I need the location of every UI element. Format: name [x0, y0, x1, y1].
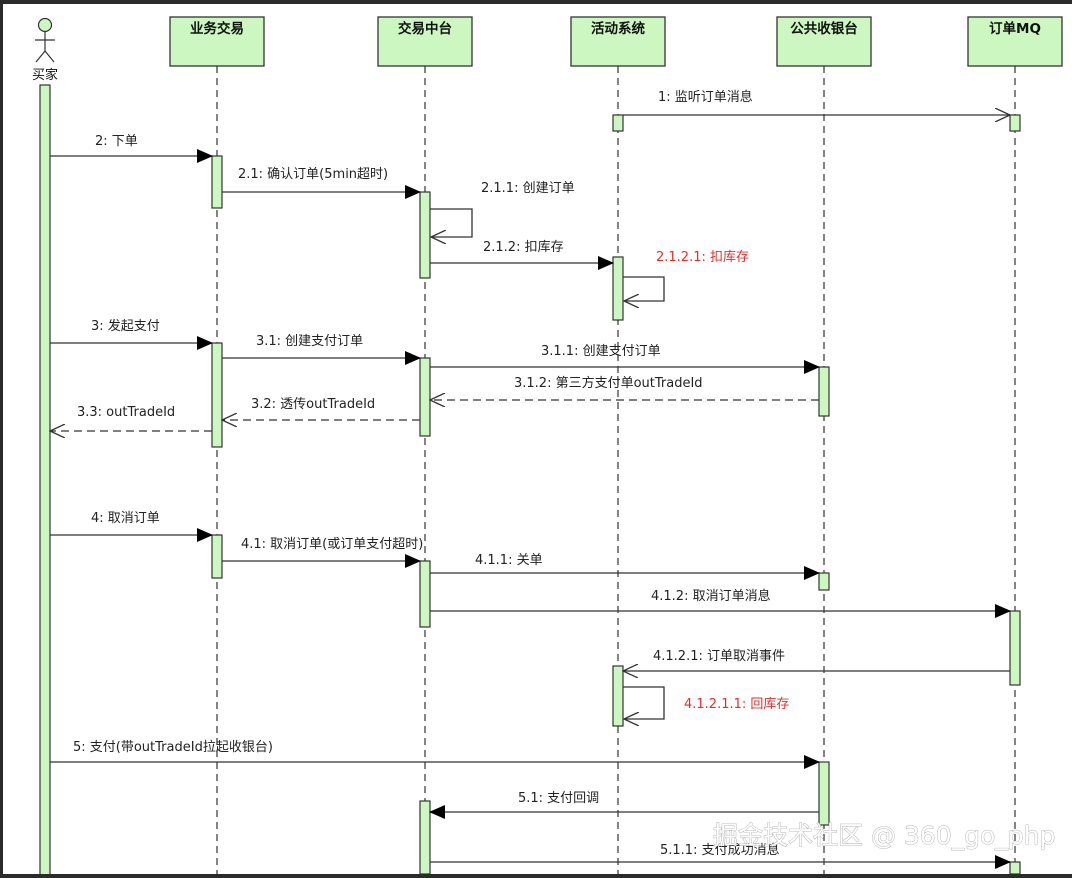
activation-mq — [1009, 861, 1021, 875]
participant-label: 业务交易 — [190, 20, 244, 37]
message-10: 3.1.2: 第三方支付单outTradeId — [430, 375, 819, 400]
message-label: 4.1.1: 关单 — [475, 553, 543, 568]
activation-mid — [419, 560, 431, 628]
message-8: 3.1: 创建支付订单 — [222, 334, 421, 365]
activation-mq — [1009, 610, 1021, 686]
activation-mid — [419, 357, 431, 437]
activation-act — [612, 665, 624, 727]
activation-buyer — [39, 84, 51, 878]
message-label: 5.1: 支付回调 — [518, 791, 599, 806]
participant-label: 订单MQ — [989, 20, 1041, 37]
activation-cash — [818, 366, 830, 417]
message-label: 3.3: outTradeId — [77, 405, 175, 420]
message-13: 4: 取消订单 — [50, 511, 213, 542]
activation-cash — [818, 761, 830, 826]
message-label: 1: 监听订单消息 — [658, 89, 753, 105]
message-label: 4.1.2.1: 订单取消事件 — [653, 649, 785, 664]
participant-label: 活动系统 — [591, 20, 645, 37]
activation-mq — [1009, 114, 1021, 132]
activation-biz — [211, 155, 223, 209]
message-label: 5.1.1: 支付成功消息 — [660, 842, 780, 858]
participant-box — [169, 16, 265, 67]
self-message-arrow — [623, 276, 665, 301]
message-label: 4.1.2.1.1: 回库存 — [684, 696, 789, 712]
activation-act — [612, 114, 624, 132]
message-label: 3.1.1: 创建支付订单 — [541, 344, 661, 359]
message-2: 2: 下单 — [50, 134, 213, 163]
message-4: 2.1.1: 创建订单 — [430, 181, 575, 237]
message-15: 4.1.1: 关单 — [430, 553, 820, 580]
activation-mid — [419, 191, 431, 279]
watermark: 掘金技术社区 @ 360_go_php — [713, 821, 1055, 850]
message-7: 3: 发起支付 — [50, 318, 213, 350]
participant-mid: 交易中台 — [377, 16, 473, 874]
message-label: 2.1.2: 扣库存 — [483, 239, 564, 255]
participant-cash: 公共收银台 — [776, 16, 872, 874]
message-label: 2: 下单 — [95, 134, 138, 149]
message-label: 3: 发起支付 — [91, 318, 160, 334]
message-1: 1: 监听订单消息 — [623, 89, 1010, 115]
participant-box — [570, 16, 666, 67]
stick-figure-icon — [35, 17, 55, 63]
self-message-arrow — [623, 686, 665, 719]
message-20: 5.1: 支付回调 — [429, 791, 819, 819]
message-label: 2.1.1: 创建订单 — [481, 181, 575, 196]
message-14: 4.1: 取消订单(或订单支付超时) — [222, 537, 423, 568]
message-label: 3.1.2: 第三方支付单outTradeId — [514, 375, 703, 391]
activation-biz — [211, 534, 223, 579]
participant-act: 活动系统 — [570, 16, 666, 874]
message-18: 4.1.2.1.1: 回库存 — [623, 686, 789, 719]
message-19: 5: 支付(带outTradeId拉起收银台) — [50, 740, 820, 769]
participant-box — [377, 16, 473, 67]
message-12: 3.3: outTradeId — [50, 405, 212, 431]
participant-label: 公共收银台 — [790, 20, 858, 37]
sequence-diagram: 买家 业务交易 交易中台 活动系统 公共收银台 订单MQ 1: 监听订单消息 2: 下单 2… — [32, 16, 1063, 878]
activation-mid — [419, 800, 431, 875]
message-5: 2.1.2: 扣库存 — [430, 239, 614, 270]
participant-box — [776, 16, 872, 67]
participant-box — [967, 16, 1063, 67]
participant-mq: 订单MQ — [967, 16, 1063, 874]
message-16: 4.1.2: 取消订单消息 — [430, 588, 1011, 618]
sequence-diagram-canvas: 买家 业务交易 交易中台 活动系统 公共收银台 订单MQ 1: 监听订单消息 2: 下单 2… — [3, 4, 1072, 878]
message-label: 4.1.2: 取消订单消息 — [651, 588, 771, 604]
message-label: 2.1: 确认订单(5min超时) — [238, 167, 388, 182]
activation-cash — [818, 572, 830, 591]
message-label: 3.2: 透传outTradeId — [251, 397, 375, 412]
actor-buyer: 买家 — [32, 17, 58, 878]
message-9: 3.1.1: 创建支付订单 — [430, 344, 820, 374]
message-21: 5.1.1: 支付成功消息 — [430, 842, 1011, 869]
message-6: 2.1.2.1: 扣库存 — [623, 249, 749, 301]
message-label: 4.1: 取消订单(或订单支付超时) — [241, 537, 423, 552]
message-11: 3.2: 透传outTradeId — [222, 397, 420, 420]
message-3: 2.1: 确认订单(5min超时) — [222, 167, 421, 199]
activation-biz — [211, 342, 223, 448]
message-label: 4: 取消订单 — [91, 511, 160, 526]
message-17: 4.1.2.1: 订单取消事件 — [623, 649, 1010, 671]
activation-act — [612, 256, 624, 321]
message-label: 3.1: 创建支付订单 — [256, 334, 363, 349]
message-label: 2.1.2.1: 扣库存 — [656, 249, 749, 265]
message-label: 5: 支付(带outTradeId拉起收银台) — [73, 740, 273, 755]
actor-label: 买家 — [32, 67, 58, 83]
self-message-arrow — [430, 208, 473, 237]
participant-label: 交易中台 — [398, 20, 452, 37]
